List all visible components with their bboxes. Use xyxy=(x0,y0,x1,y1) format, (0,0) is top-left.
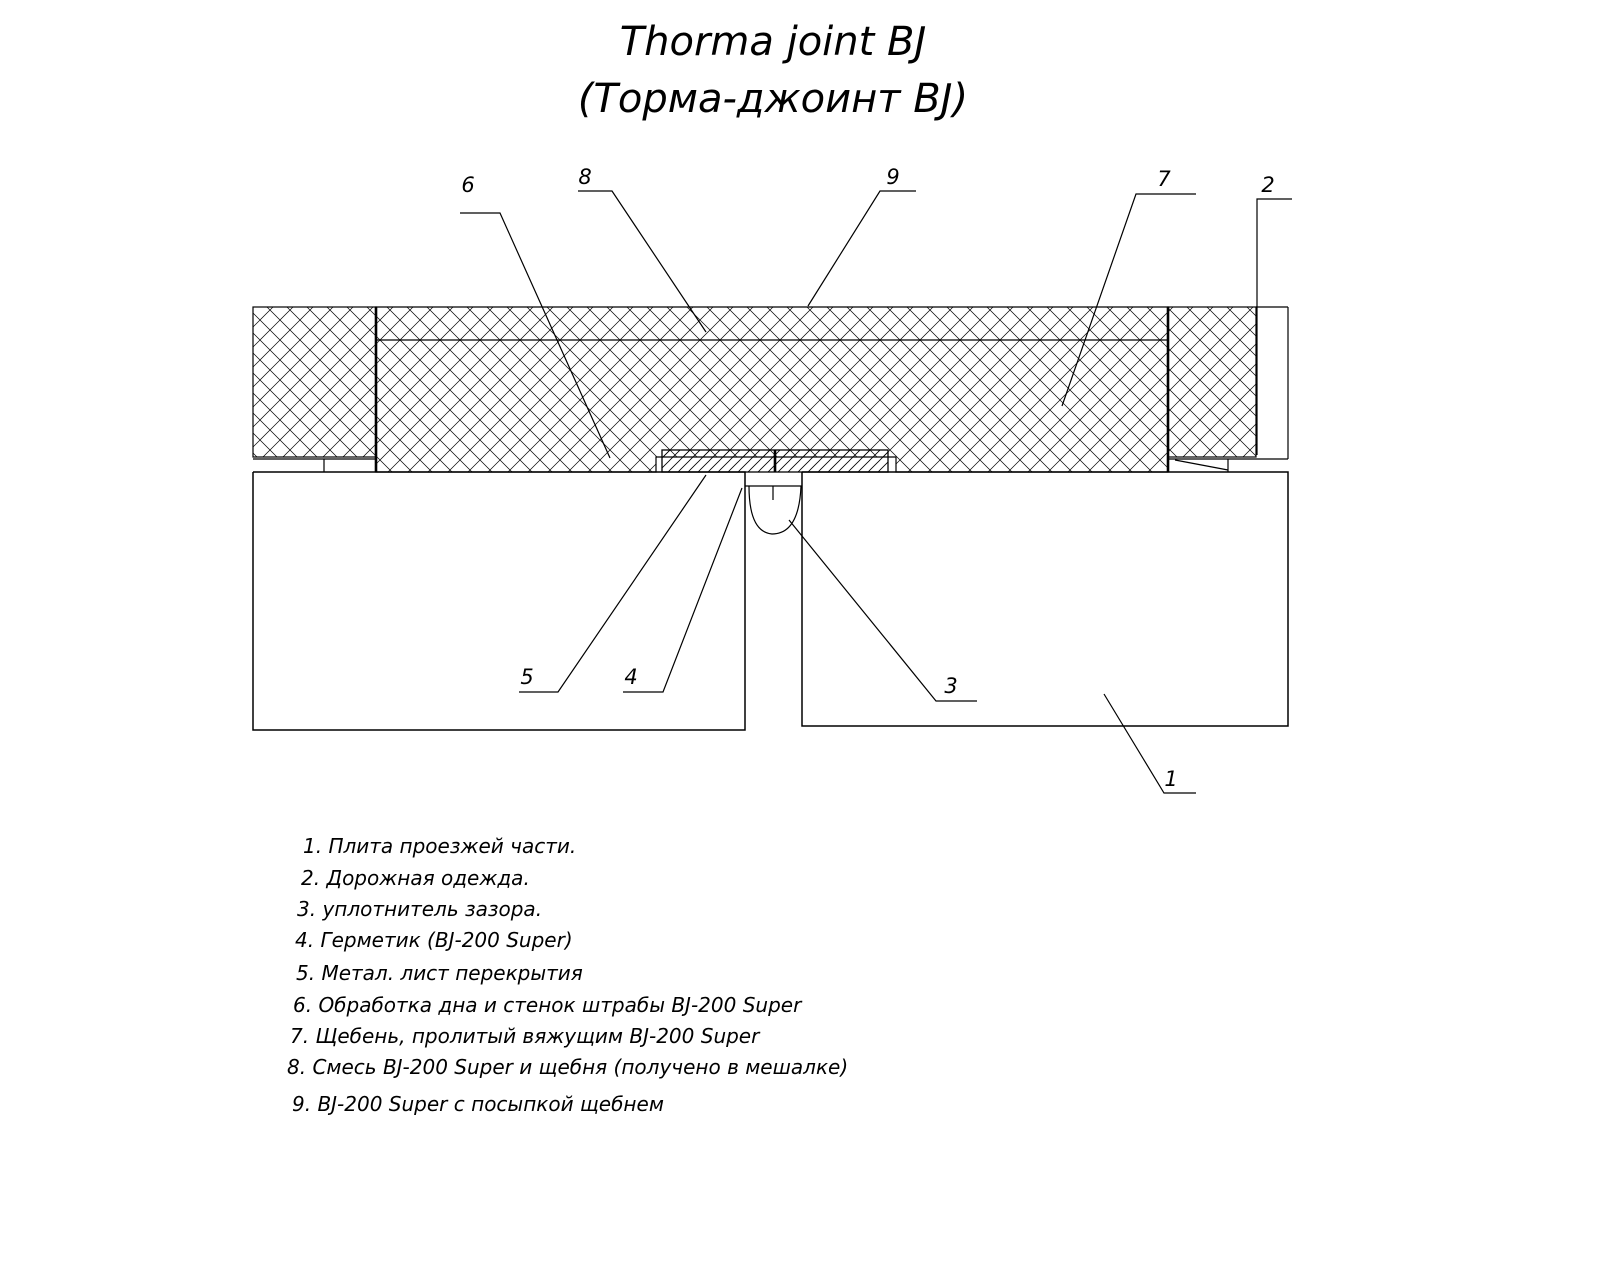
title-line-1: Thorma joint BJ xyxy=(620,19,927,65)
legend-item-9: 9. BJ-200 Super с посыпкой щебнем xyxy=(292,1092,664,1116)
joint-fill xyxy=(375,306,1169,473)
legend-item-6: 6. Обработка дна и стенок штрабы BJ-200 … xyxy=(293,993,803,1017)
legend-item-7: 7. Щебень, пролитый вяжущим BJ-200 Super xyxy=(290,1024,761,1048)
title-line-2: (Торма-джоинт BJ) xyxy=(578,76,968,122)
leader-lines xyxy=(460,190,1292,794)
leader-2 xyxy=(1256,198,1292,455)
callout-1: 1 xyxy=(1164,767,1177,791)
callout-6: 6 xyxy=(461,173,474,197)
slab-left xyxy=(252,471,746,731)
leader-6 xyxy=(460,212,611,459)
leader-4 xyxy=(623,487,743,693)
pavement-right xyxy=(1167,306,1257,458)
callout-2: 2 xyxy=(1261,173,1274,197)
leader-1 xyxy=(1103,693,1196,794)
callout-9: 9 xyxy=(886,165,899,189)
callout-7: 7 xyxy=(1157,167,1171,191)
gap-seal xyxy=(748,485,802,535)
leader-8 xyxy=(578,190,707,333)
legend-item-8: 8. Смесь BJ-200 Super и щебня (получено … xyxy=(287,1055,848,1079)
callout-8: 8 xyxy=(578,165,591,189)
legend-item-4: 4. Герметик (BJ-200 Super) xyxy=(295,928,573,952)
legend-item-5: 5. Метал. лист перекрытия xyxy=(296,961,583,985)
legend-item-3: 3. уплотнитель зазора. xyxy=(297,897,542,921)
legend-item-1: 1. Плита проезжей части. xyxy=(303,834,576,858)
pavement-left xyxy=(252,306,377,458)
leader-5 xyxy=(519,474,707,693)
callout-5: 5 xyxy=(520,665,533,689)
leader-9 xyxy=(807,190,916,307)
legend: 1. Плита проезжей части. 2. Дорожная оде… xyxy=(287,834,848,1116)
callout-3: 3 xyxy=(944,674,957,698)
leader-7 xyxy=(1061,193,1196,407)
slab-right xyxy=(801,471,1289,727)
callout-4: 4 xyxy=(624,665,637,689)
legend-item-2: 2. Дорожная одежда. xyxy=(301,866,530,890)
base-wedge-right xyxy=(1174,459,1229,471)
leader-3 xyxy=(788,519,977,702)
